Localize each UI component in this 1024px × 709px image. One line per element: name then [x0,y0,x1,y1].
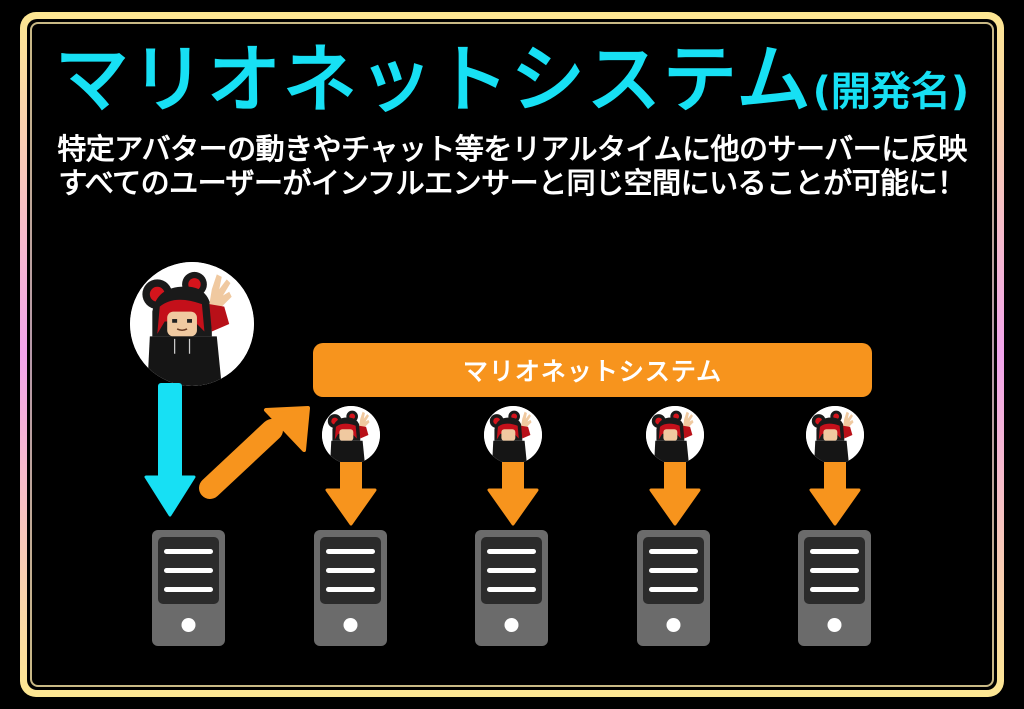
server-icon [152,530,225,646]
puppet-avatar-icon [484,406,542,464]
description: 特定アバターの動きやチャット等をリアルタイムに他のサーバーに反映 すべてのユーザ… [0,132,1024,200]
influencer-avatar-icon [130,262,254,386]
server-icon [798,530,871,646]
arrow-down-orange-icon [649,462,701,526]
arrow-down-orange-icon [325,462,377,526]
puppet-avatar-icon [806,406,864,464]
puppet-avatar-icon [322,406,380,464]
puppet-avatar-icon [646,406,704,464]
server-icon [314,530,387,646]
arrow-down-orange-icon [487,462,539,526]
server-icon [475,530,548,646]
arrow-down-cyan-icon [144,383,196,517]
system-bar-label: マリオネットシステム [462,357,723,386]
marionette-system-bar: マリオネットシステム [313,343,872,397]
arrow-up-right-orange-icon [199,406,312,502]
page-title: マリオネットシステム(開発名) [0,32,1024,128]
title-suffix: (開発名) [812,69,970,115]
arrow-down-orange-icon [809,462,861,526]
description-line-1: 特定アバターの動きやチャット等をリアルタイムに他のサーバーに反映 [57,132,967,166]
server-icon [637,530,710,646]
description-line-2: すべてのユーザーがインフルエンサーと同じ空間にいることが可能に！ [58,166,966,200]
title-main: マリオネットシステム [54,37,813,123]
